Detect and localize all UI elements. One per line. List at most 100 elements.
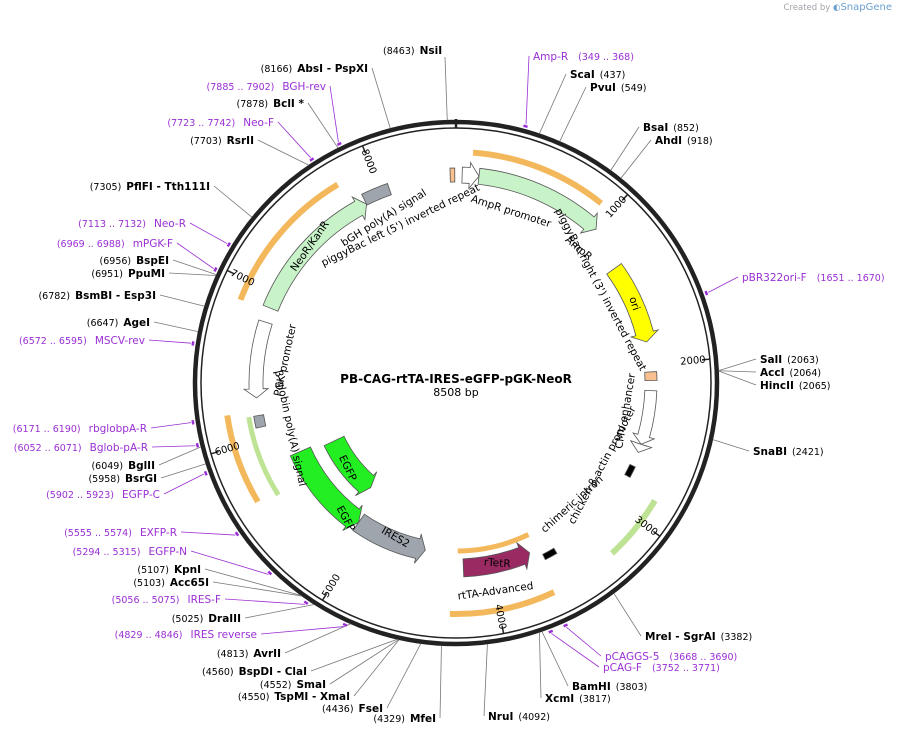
feature-label: ori [626,295,642,312]
site-label: BamHI(3803) [572,681,647,693]
site-leader-line [613,593,642,637]
feature-egfp-inner [323,435,378,496]
plasmid-name: PB-CAG-rtTA-IRES-eGFP-pGK-NeoR [340,372,572,386]
site-leader-line [172,259,217,276]
feature-black-2 [542,547,558,561]
site-label: (4329)MfeI [373,713,436,725]
tick-label: 5000 [320,572,343,599]
primer-label: (6052 .. 6071)Bglob-pA-R [14,442,148,454]
site-label: SalI(2063) [760,354,819,366]
site-label: (8463)NsiI [383,45,442,57]
feature-rtetr [462,541,531,578]
site-label: (4813)AvrII [217,648,281,660]
site-leader-line [610,126,640,171]
orf-band-ampr [472,149,604,206]
primer-mark [226,242,232,248]
tick-mark [226,269,235,275]
feature-intron-black [624,463,636,478]
site-leader-line [718,370,757,373]
primer-mark [191,420,195,425]
primer-label: (5294 .. 5315)EGFP-N [73,546,187,558]
primer-mark [309,157,315,162]
primer-label: (7885 .. 7902)BGH-rev [207,81,326,93]
primer-leader-line [329,85,339,143]
site-leader-line [559,86,587,142]
site-leader-line [160,463,206,479]
site-label: (7878)BclI * [237,98,305,110]
site-label: HincII(2065) [760,380,831,392]
feature-piggybac-3-box [644,371,658,382]
primer-leader-line [163,473,205,495]
tick-mark [652,530,661,537]
tick-label: 8000 [359,148,379,176]
feature-egfp-outer [289,446,363,531]
primer-label: Amp-R(349 .. 368) [533,51,634,63]
site-label: (4550)TspMI - XmaI [238,691,350,703]
primer-label: pCAG-F(3752 .. 3771) [603,662,720,674]
site-label: PvuI(549) [590,82,646,94]
feature-ampr [477,167,598,234]
plasmid-length: 8508 bp [433,386,478,399]
feature-label: chimeric intron [539,473,606,535]
site-leader-line [371,67,391,129]
site-leader-line [159,294,205,307]
tick-mark [501,625,505,634]
site-label: (7703)RsrII [190,135,254,147]
site-leader-line [386,643,422,709]
site-leader-line [204,568,302,596]
feature-label: PGK promoter [272,323,299,398]
tick-label: 1000 [604,194,629,220]
tick-mark [701,358,710,361]
site-leader-line [712,439,750,452]
primer-label: pCAGGS-5(3668 .. 3690) [605,651,737,663]
site-label: (5025)DraIII [172,613,241,625]
site-leader-line [212,581,302,597]
orf-band-globin [246,416,281,497]
tick-mark [210,450,219,455]
feature-cmv-enhancer [632,389,658,445]
primer-leader-line [277,121,311,159]
site-label: (4560)BspDI - ClaI [202,666,307,678]
site-label: (6049)BglII [91,460,155,472]
site-label: SnaBI(2421) [753,446,824,458]
credit-prefix: Created by [783,3,831,13]
primer-label: (6572 .. 6595)MSCV-rev [19,335,145,347]
primer-mark [267,570,273,576]
site-label: (7305)PflFI - Tth111I [90,181,210,193]
site-label: (5103)Acc65I [133,577,209,589]
site-label: ScaI(437) [570,69,625,81]
primer-mark [523,124,528,129]
site-label: (6951)PpuMI [91,268,165,280]
primer-label: pBR322ori-F(1651 .. 1670) [742,272,885,284]
feature-ires2-block [352,513,426,564]
primer-mark [704,290,709,296]
primer-mark [195,442,200,448]
primer-mark [203,470,208,476]
feature-globin-box [253,414,267,429]
orf-band-intron [609,499,658,556]
primer-mark [548,629,554,634]
site-leader-line [329,639,399,685]
primer-mark [336,141,342,147]
site-label: (8166)AbsI - PspXI [261,63,368,75]
site-label: (5958)BsrGI [88,473,157,485]
tick-mark [321,593,328,601]
site-leader-line [257,139,309,166]
site-label: (6956)BspEI [100,255,169,267]
site-leader-line [353,639,400,697]
primer-label: (5056 .. 5075)IRES-F [112,594,221,606]
site-leader-line [539,632,542,699]
primer-label: (6969 .. 6988)mPGK-F [57,238,173,250]
primer-leader-line [566,626,602,657]
feature-neor [262,196,367,312]
primer-mark [213,267,218,272]
orf-band-rtta-inner [457,532,530,554]
primer-leader-line [260,626,345,635]
primer-leader-line [180,531,236,536]
site-leader-line [541,631,569,687]
primer-leader-line [176,242,214,269]
feature-pgk-promoter [242,319,273,399]
primer-leader-line [148,339,192,344]
tick-label: 4000 [492,603,508,630]
primer-mark [303,600,309,605]
